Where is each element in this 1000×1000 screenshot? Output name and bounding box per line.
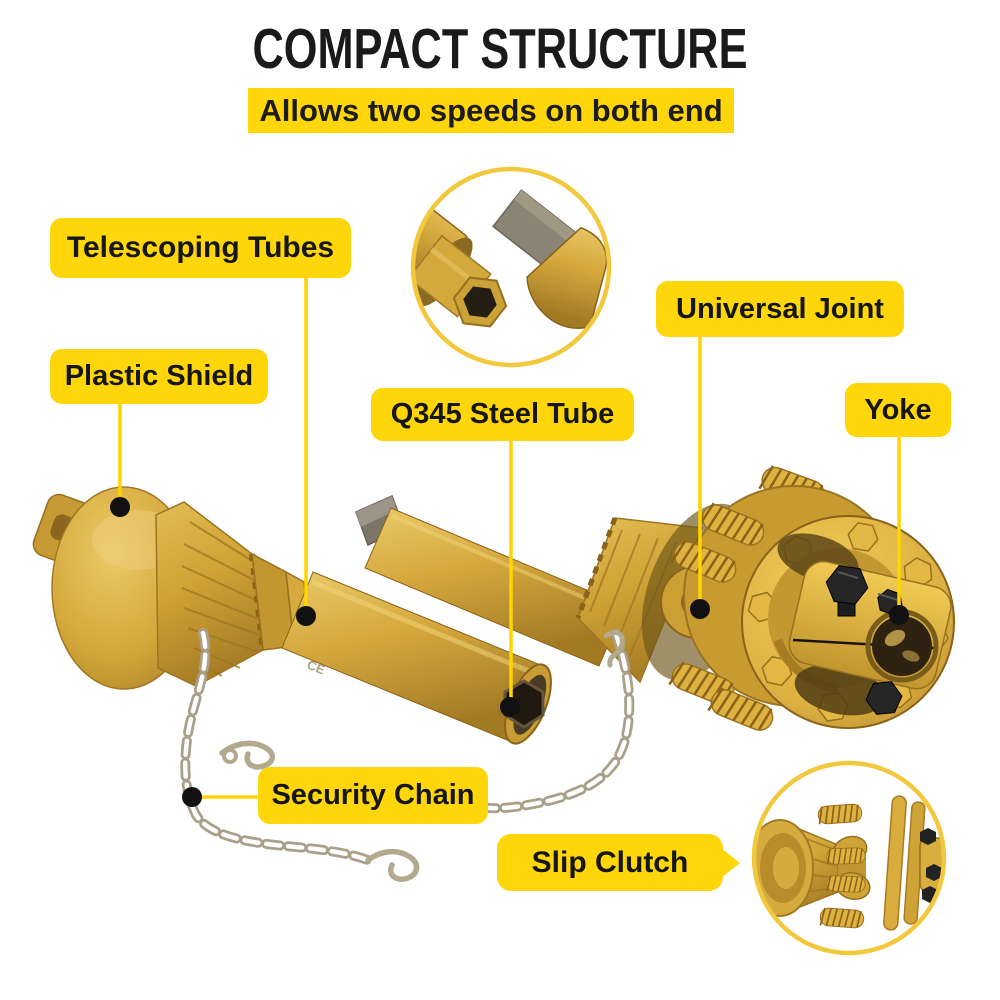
label-plastic-shield: Plastic Shield — [50, 349, 268, 404]
slip-clutch-flange — [667, 462, 955, 736]
magnifier-circle-tubes — [410, 166, 612, 368]
leader-dot-q345-steel-tube — [500, 697, 520, 717]
ce-marking: CE — [305, 657, 328, 678]
subtitle-banner: Allows two speeds on both end — [248, 88, 734, 133]
magnifier-circle-slip-clutch — [751, 760, 947, 956]
pto-shaft-left-half: CE — [32, 486, 552, 745]
label-universal-joint: Universal Joint — [656, 281, 904, 337]
security-chain-right — [484, 629, 635, 814]
label-security-chain: Security Chain — [258, 767, 488, 824]
leader-dot-telescoping-tubes — [296, 606, 316, 626]
leader-dot-yoke — [889, 605, 909, 625]
label-yoke: Yoke — [845, 383, 951, 437]
leader-dot-universal-joint — [690, 599, 710, 619]
leader-dots — [110, 497, 909, 807]
label-slip-clutch: Slip Clutch — [497, 834, 723, 891]
security-chain-left — [180, 628, 420, 882]
page-title: COMPACT STRUCTURE — [252, 17, 748, 81]
leader-dot-plastic-shield — [110, 497, 130, 517]
label-telescoping-tubes: Telescoping Tubes — [50, 218, 351, 278]
label-q345-steel-tube: Q345 Steel Tube — [371, 388, 634, 441]
leader-dot-security-chain — [182, 787, 202, 807]
leader-lines — [118, 276, 901, 799]
